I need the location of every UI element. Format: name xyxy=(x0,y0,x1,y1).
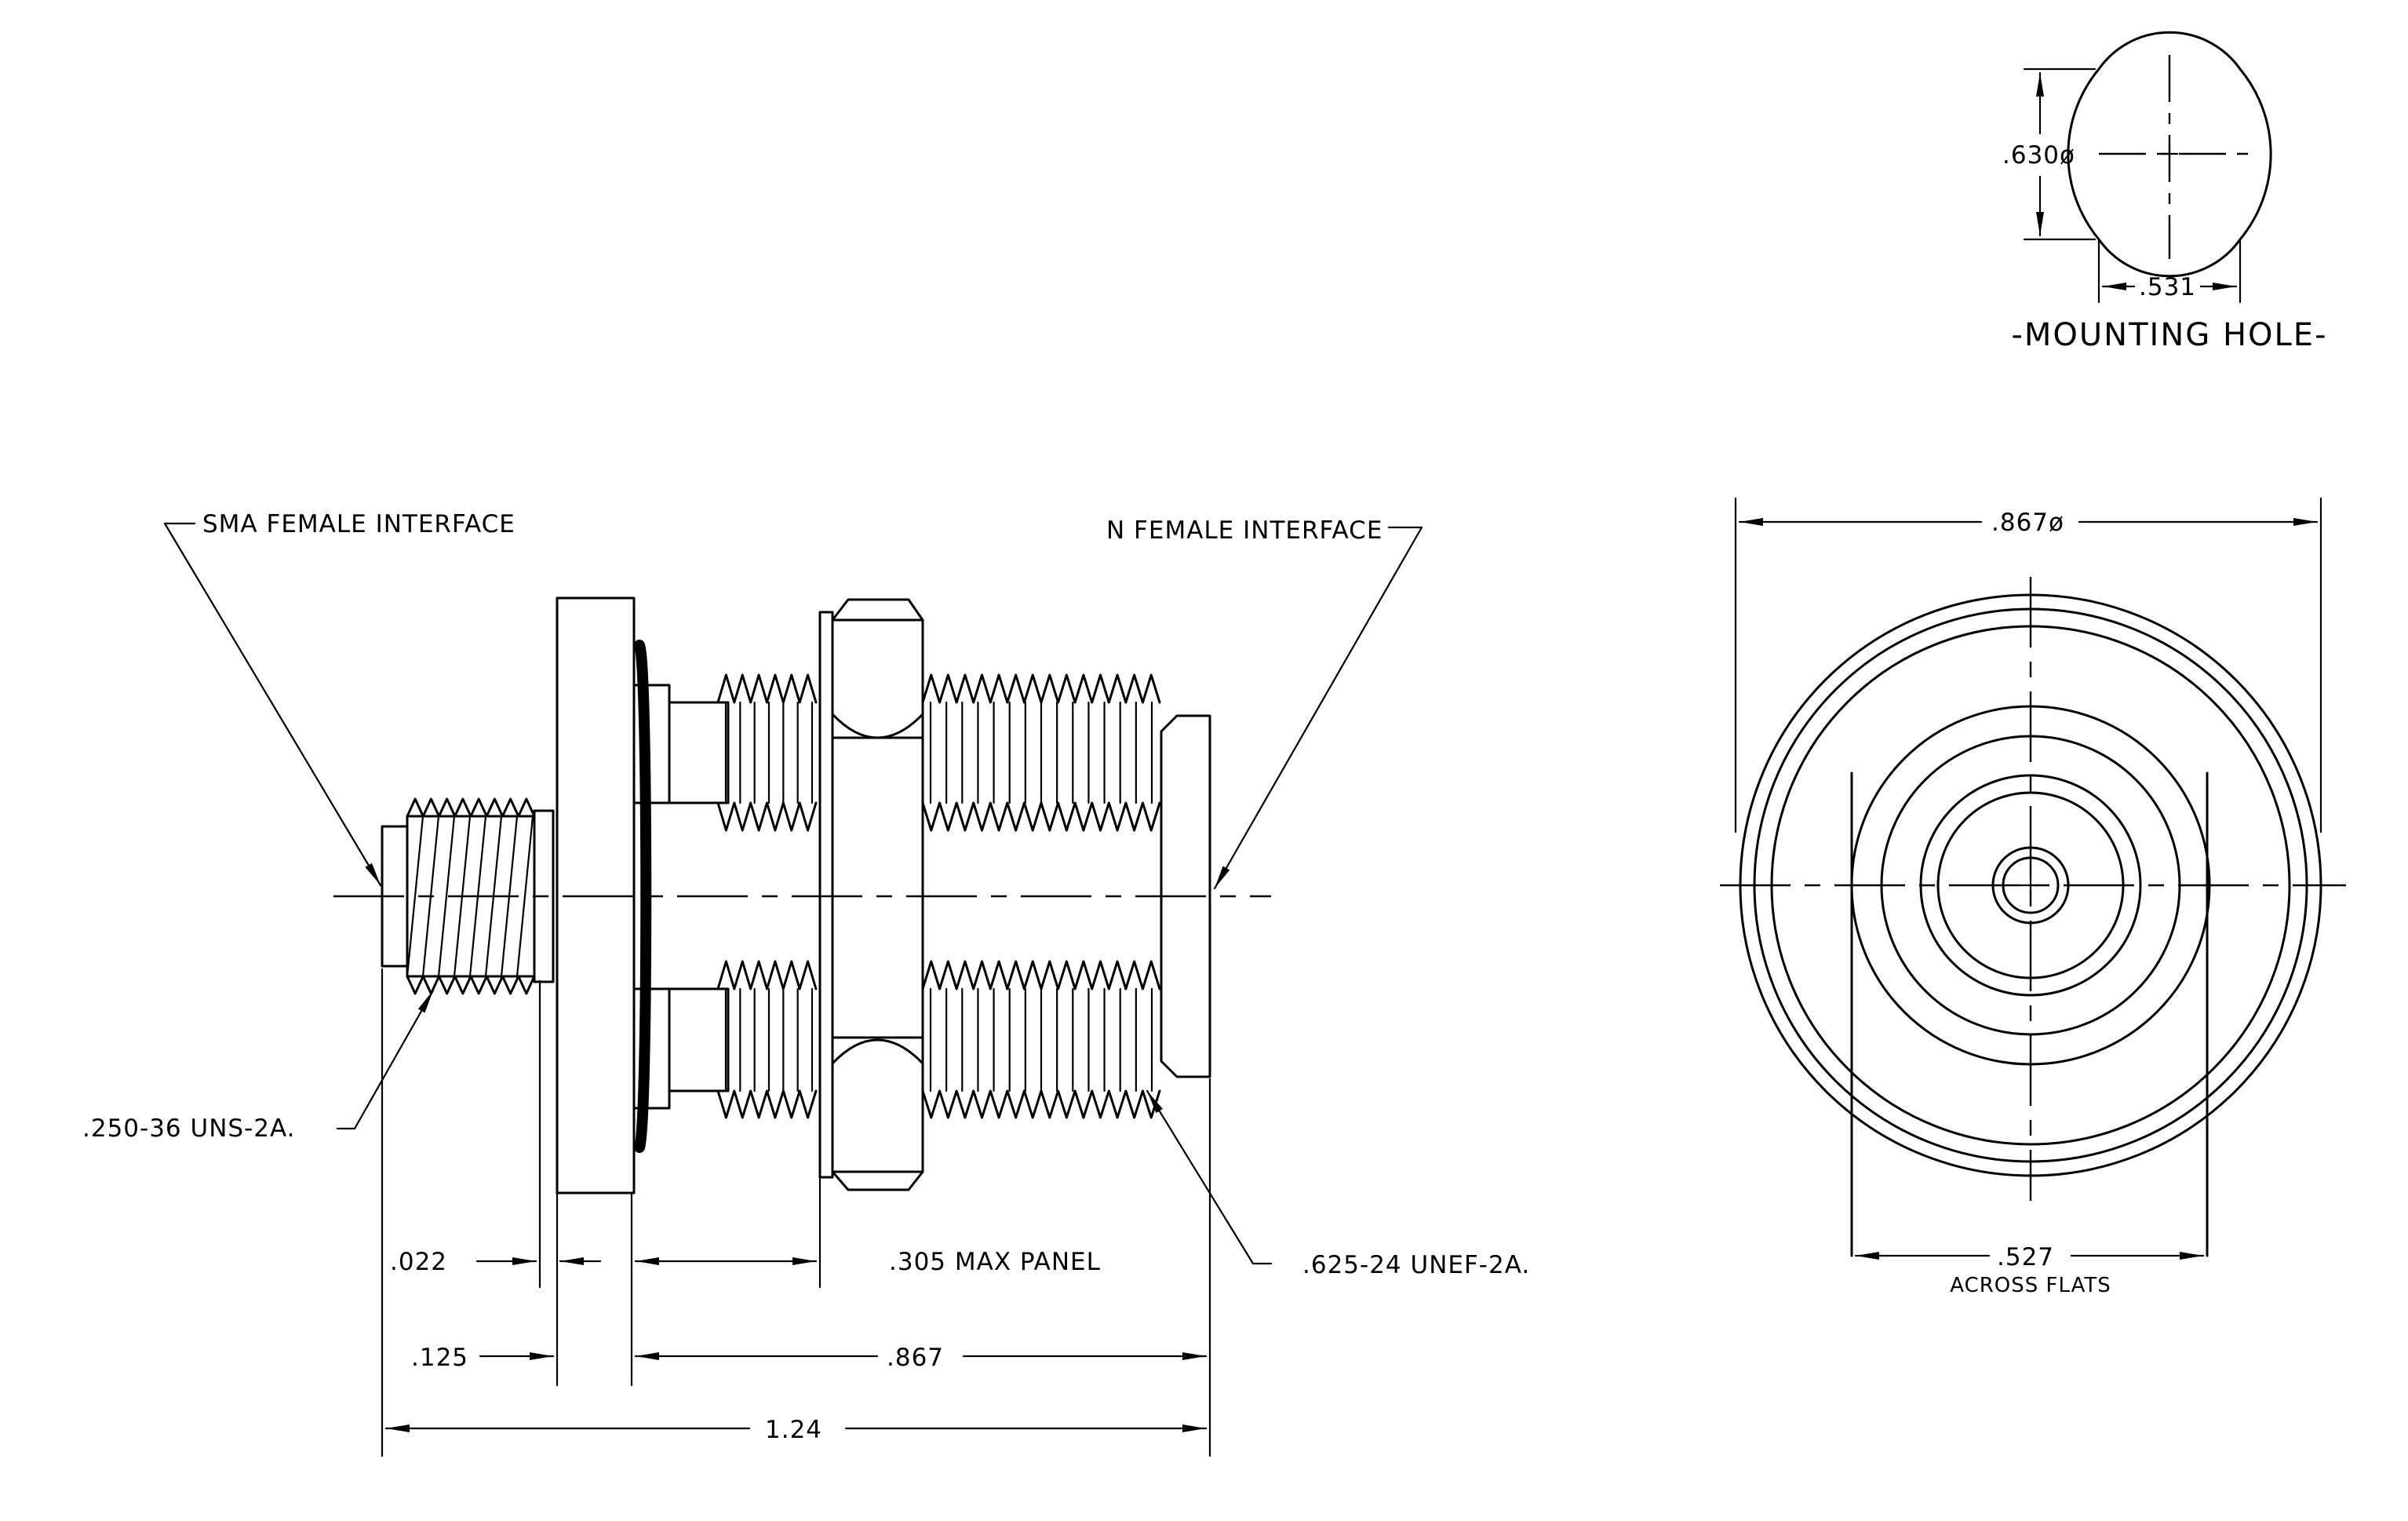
n-end xyxy=(1160,714,1211,1078)
mounting-hole-view: .630ø .531 -MOUNTING HOLE- xyxy=(2002,31,2327,353)
n-thread-label: .625-24 UNEF-2A. xyxy=(1302,1251,1530,1279)
mounting-hole-title: -MOUNTING HOLE- xyxy=(2011,317,2327,353)
dim-867: .867 xyxy=(887,1344,944,1372)
dim-022: .022 xyxy=(390,1248,447,1276)
n-body-threads xyxy=(716,673,1161,1119)
dim-124: 1.24 xyxy=(765,1416,822,1444)
n-thread-leader xyxy=(1146,1089,1255,1265)
dim-row-1: .022 .305 MAX PANEL xyxy=(390,1248,1101,1276)
neck-bottom xyxy=(668,987,730,1092)
n-leader xyxy=(1213,526,1423,890)
sma-end xyxy=(381,797,555,995)
n-interface-label: N FEMALE INTERFACE xyxy=(1106,516,1383,545)
max-panel-label: .305 MAX PANEL xyxy=(889,1248,1101,1276)
front-view: .867ø .527 ACROSS FLATS xyxy=(1720,497,2346,1297)
front-rings xyxy=(1739,593,2322,1177)
mounting-hole-flat: .531 xyxy=(2139,273,2196,301)
sma-thread-label: .250-36 UNS-2A. xyxy=(82,1114,296,1143)
extension-lines xyxy=(381,968,1211,1457)
sma-leader xyxy=(163,522,382,887)
sma-interface-label: SMA FEMALE INTERFACE xyxy=(202,510,515,538)
o-ring-gasket xyxy=(634,640,652,1153)
dim-row-2: .125 .867 xyxy=(411,1344,1208,1372)
sma-thread-leader xyxy=(353,989,435,1130)
flange xyxy=(556,596,636,1195)
across-flats-note: ACROSS FLATS xyxy=(1950,1274,2111,1297)
sma-threads xyxy=(406,797,536,995)
lock-washer xyxy=(818,611,834,1179)
neck-top xyxy=(668,701,730,804)
across-flats-dim: .527 xyxy=(1997,1243,2054,1271)
dim-row-3: 1.24 xyxy=(384,1416,1208,1444)
front-dia-label: .867ø xyxy=(1991,509,2064,537)
dim-125: .125 xyxy=(411,1344,468,1372)
mounting-hole-dia: .630ø xyxy=(2002,141,2075,170)
hex-nut xyxy=(831,598,924,1191)
side-view: SMA FEMALE INTERFACE N FEMALE INTERFACE … xyxy=(82,510,1530,1457)
